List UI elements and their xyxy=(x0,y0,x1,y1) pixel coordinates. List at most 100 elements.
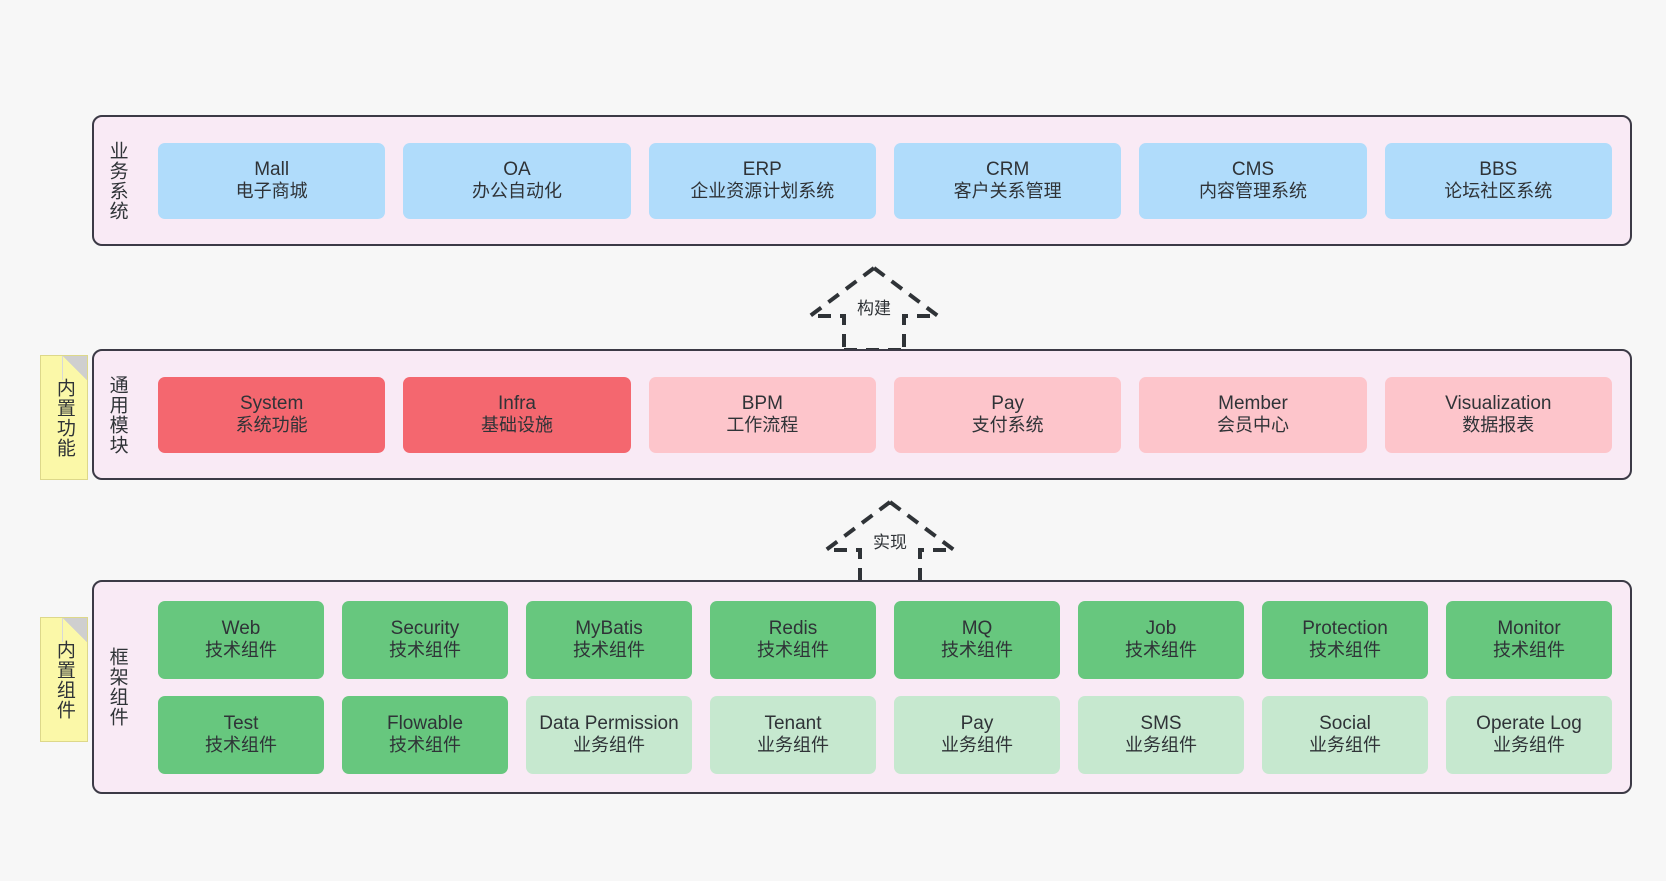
node-subtitle: 业务组件 xyxy=(573,735,645,756)
node-bbs[interactable]: BBS 论坛社区系统 xyxy=(1384,142,1612,219)
layer-framework-component: 框架组件 Web 技术组件 Security 技术组件 MyBatis 技术组件… xyxy=(92,580,1632,794)
node-redis[interactable]: Redis 技术组件 xyxy=(710,600,876,679)
node-subtitle: 技术组件 xyxy=(1493,640,1565,661)
node-title: Member xyxy=(1218,392,1288,414)
node-pay-business[interactable]: Pay 业务组件 xyxy=(894,695,1060,774)
node-title: Web xyxy=(221,617,261,639)
node-data-permission[interactable]: Data Permission 业务组件 xyxy=(526,695,692,774)
node-subtitle: 企业资源计划系统 xyxy=(690,181,835,202)
node-subtitle: 技术组件 xyxy=(389,735,461,756)
node-title: Social xyxy=(1319,712,1371,734)
node-title: Operate Log xyxy=(1476,712,1582,734)
sticky-note-label: 内置组件 xyxy=(53,639,75,720)
node-subtitle: 业务组件 xyxy=(1493,735,1565,756)
node-title: BPM xyxy=(741,392,783,414)
node-subtitle: 技术组件 xyxy=(1309,640,1381,661)
node-row: Web 技术组件 Security 技术组件 MyBatis 技术组件 Redi… xyxy=(158,600,1612,679)
node-job[interactable]: Job 技术组件 xyxy=(1078,600,1244,679)
node-row: Test 技术组件 Flowable 技术组件 Data Permission … xyxy=(158,695,1612,774)
node-infra[interactable]: Infra 基础设施 xyxy=(403,376,631,453)
node-title: Security xyxy=(390,617,460,639)
node-subtitle: 技术组件 xyxy=(1125,640,1197,661)
node-subtitle: 业务组件 xyxy=(941,735,1013,756)
sticky-note-builtin-component: 内置组件 xyxy=(40,617,88,742)
node-title: CMS xyxy=(1231,158,1275,180)
node-subtitle: 基础设施 xyxy=(480,415,553,436)
node-sms[interactable]: SMS 业务组件 xyxy=(1078,695,1244,774)
node-row: System 系统功能 Infra 基础设施 BPM 工作流程 Pay 支付系统… xyxy=(158,376,1612,453)
node-title: Mall xyxy=(254,158,290,180)
node-title: OA xyxy=(503,158,531,180)
node-title: Test xyxy=(223,712,259,734)
node-title: Flowable xyxy=(386,712,464,734)
node-mall[interactable]: Mall 电子商城 xyxy=(158,142,386,219)
sticky-note-label: 内置功能 xyxy=(53,377,75,458)
node-subtitle: 技术组件 xyxy=(205,735,277,756)
connector-build: 构建 xyxy=(800,264,948,352)
layer-title-business-system: 业务系统 xyxy=(106,140,128,221)
layer-business-system: 业务系统 Mall 电子商城 OA 办公自动化 ERP 企业资源计划系统 CRM… xyxy=(92,115,1632,246)
layer-body-framework-component: Web 技术组件 Security 技术组件 MyBatis 技术组件 Redi… xyxy=(140,582,1630,792)
node-mybatis[interactable]: MyBatis 技术组件 xyxy=(526,600,692,679)
node-title: Visualization xyxy=(1445,392,1552,414)
node-protection[interactable]: Protection 技术组件 xyxy=(1262,600,1428,679)
layer-title-framework-component: 框架组件 xyxy=(106,647,128,727)
node-title: Pay xyxy=(991,392,1025,414)
sticky-note-builtin-function: 内置功能 xyxy=(40,355,88,480)
node-title: Pay xyxy=(960,712,994,734)
node-title: MyBatis xyxy=(575,617,643,639)
node-subtitle: 技术组件 xyxy=(941,640,1013,661)
node-cms[interactable]: CMS 内容管理系统 xyxy=(1139,142,1367,219)
node-title: Data Permission xyxy=(539,712,679,734)
node-flowable[interactable]: Flowable 技术组件 xyxy=(342,695,508,774)
node-tenant[interactable]: Tenant 业务组件 xyxy=(710,695,876,774)
node-subtitle: 论坛社区系统 xyxy=(1444,181,1553,202)
node-subtitle: 数据报表 xyxy=(1462,415,1535,436)
node-security[interactable]: Security 技术组件 xyxy=(342,600,508,679)
node-crm[interactable]: CRM 客户关系管理 xyxy=(893,142,1122,219)
connector-label-build: 构建 xyxy=(855,294,893,319)
node-title: ERP xyxy=(742,158,782,180)
node-member[interactable]: Member 会员中心 xyxy=(1139,376,1367,453)
node-monitor[interactable]: Monitor 技术组件 xyxy=(1446,600,1612,679)
node-subtitle: 技术组件 xyxy=(757,640,829,661)
node-subtitle: 办公自动化 xyxy=(471,181,562,202)
node-subtitle: 技术组件 xyxy=(205,640,277,661)
node-pay[interactable]: Pay 支付系统 xyxy=(893,376,1122,453)
node-operate-log[interactable]: Operate Log 业务组件 xyxy=(1446,695,1612,774)
node-title: Protection xyxy=(1302,617,1388,639)
node-social[interactable]: Social 业务组件 xyxy=(1262,695,1428,774)
node-bpm[interactable]: BPM 工作流程 xyxy=(648,376,876,453)
node-title: CRM xyxy=(986,158,1030,180)
node-web[interactable]: Web 技术组件 xyxy=(158,600,324,679)
node-subtitle: 技术组件 xyxy=(389,640,461,661)
node-subtitle: 工作流程 xyxy=(726,415,799,436)
node-subtitle: 系统功能 xyxy=(235,415,308,436)
node-test[interactable]: Test 技术组件 xyxy=(158,695,324,774)
node-subtitle: 内容管理系统 xyxy=(1198,181,1307,202)
node-title: System xyxy=(239,392,304,414)
layer-body-business-system: Mall 电子商城 OA 办公自动化 ERP 企业资源计划系统 CRM 客户关系… xyxy=(140,117,1630,244)
node-erp[interactable]: ERP 企业资源计划系统 xyxy=(648,142,876,219)
layer-body-common-module: System 系统功能 Infra 基础设施 BPM 工作流程 Pay 支付系统… xyxy=(140,351,1630,478)
node-subtitle: 业务组件 xyxy=(757,735,829,756)
node-system[interactable]: System 系统功能 xyxy=(158,376,386,453)
connector-implement: 实现 xyxy=(816,498,964,586)
node-subtitle: 客户关系管理 xyxy=(953,181,1062,202)
node-subtitle: 技术组件 xyxy=(573,640,645,661)
node-oa[interactable]: OA 办公自动化 xyxy=(403,142,631,219)
node-mq[interactable]: MQ 技术组件 xyxy=(894,600,1060,679)
node-title: Tenant xyxy=(764,712,822,734)
node-title: Redis xyxy=(768,617,818,639)
node-subtitle: 会员中心 xyxy=(1216,415,1289,436)
node-title: MQ xyxy=(961,617,993,639)
node-visualization[interactable]: Visualization 数据报表 xyxy=(1384,376,1612,453)
node-subtitle: 业务组件 xyxy=(1309,735,1381,756)
layer-title-common-module: 通用模块 xyxy=(106,374,128,455)
node-title: Monitor xyxy=(1497,617,1561,639)
layer-common-module: 通用模块 System 系统功能 Infra 基础设施 BPM 工作流程 Pay… xyxy=(92,349,1632,480)
node-title: SMS xyxy=(1140,712,1182,734)
node-row: Mall 电子商城 OA 办公自动化 ERP 企业资源计划系统 CRM 客户关系… xyxy=(158,142,1612,219)
node-title: Job xyxy=(1145,617,1177,639)
